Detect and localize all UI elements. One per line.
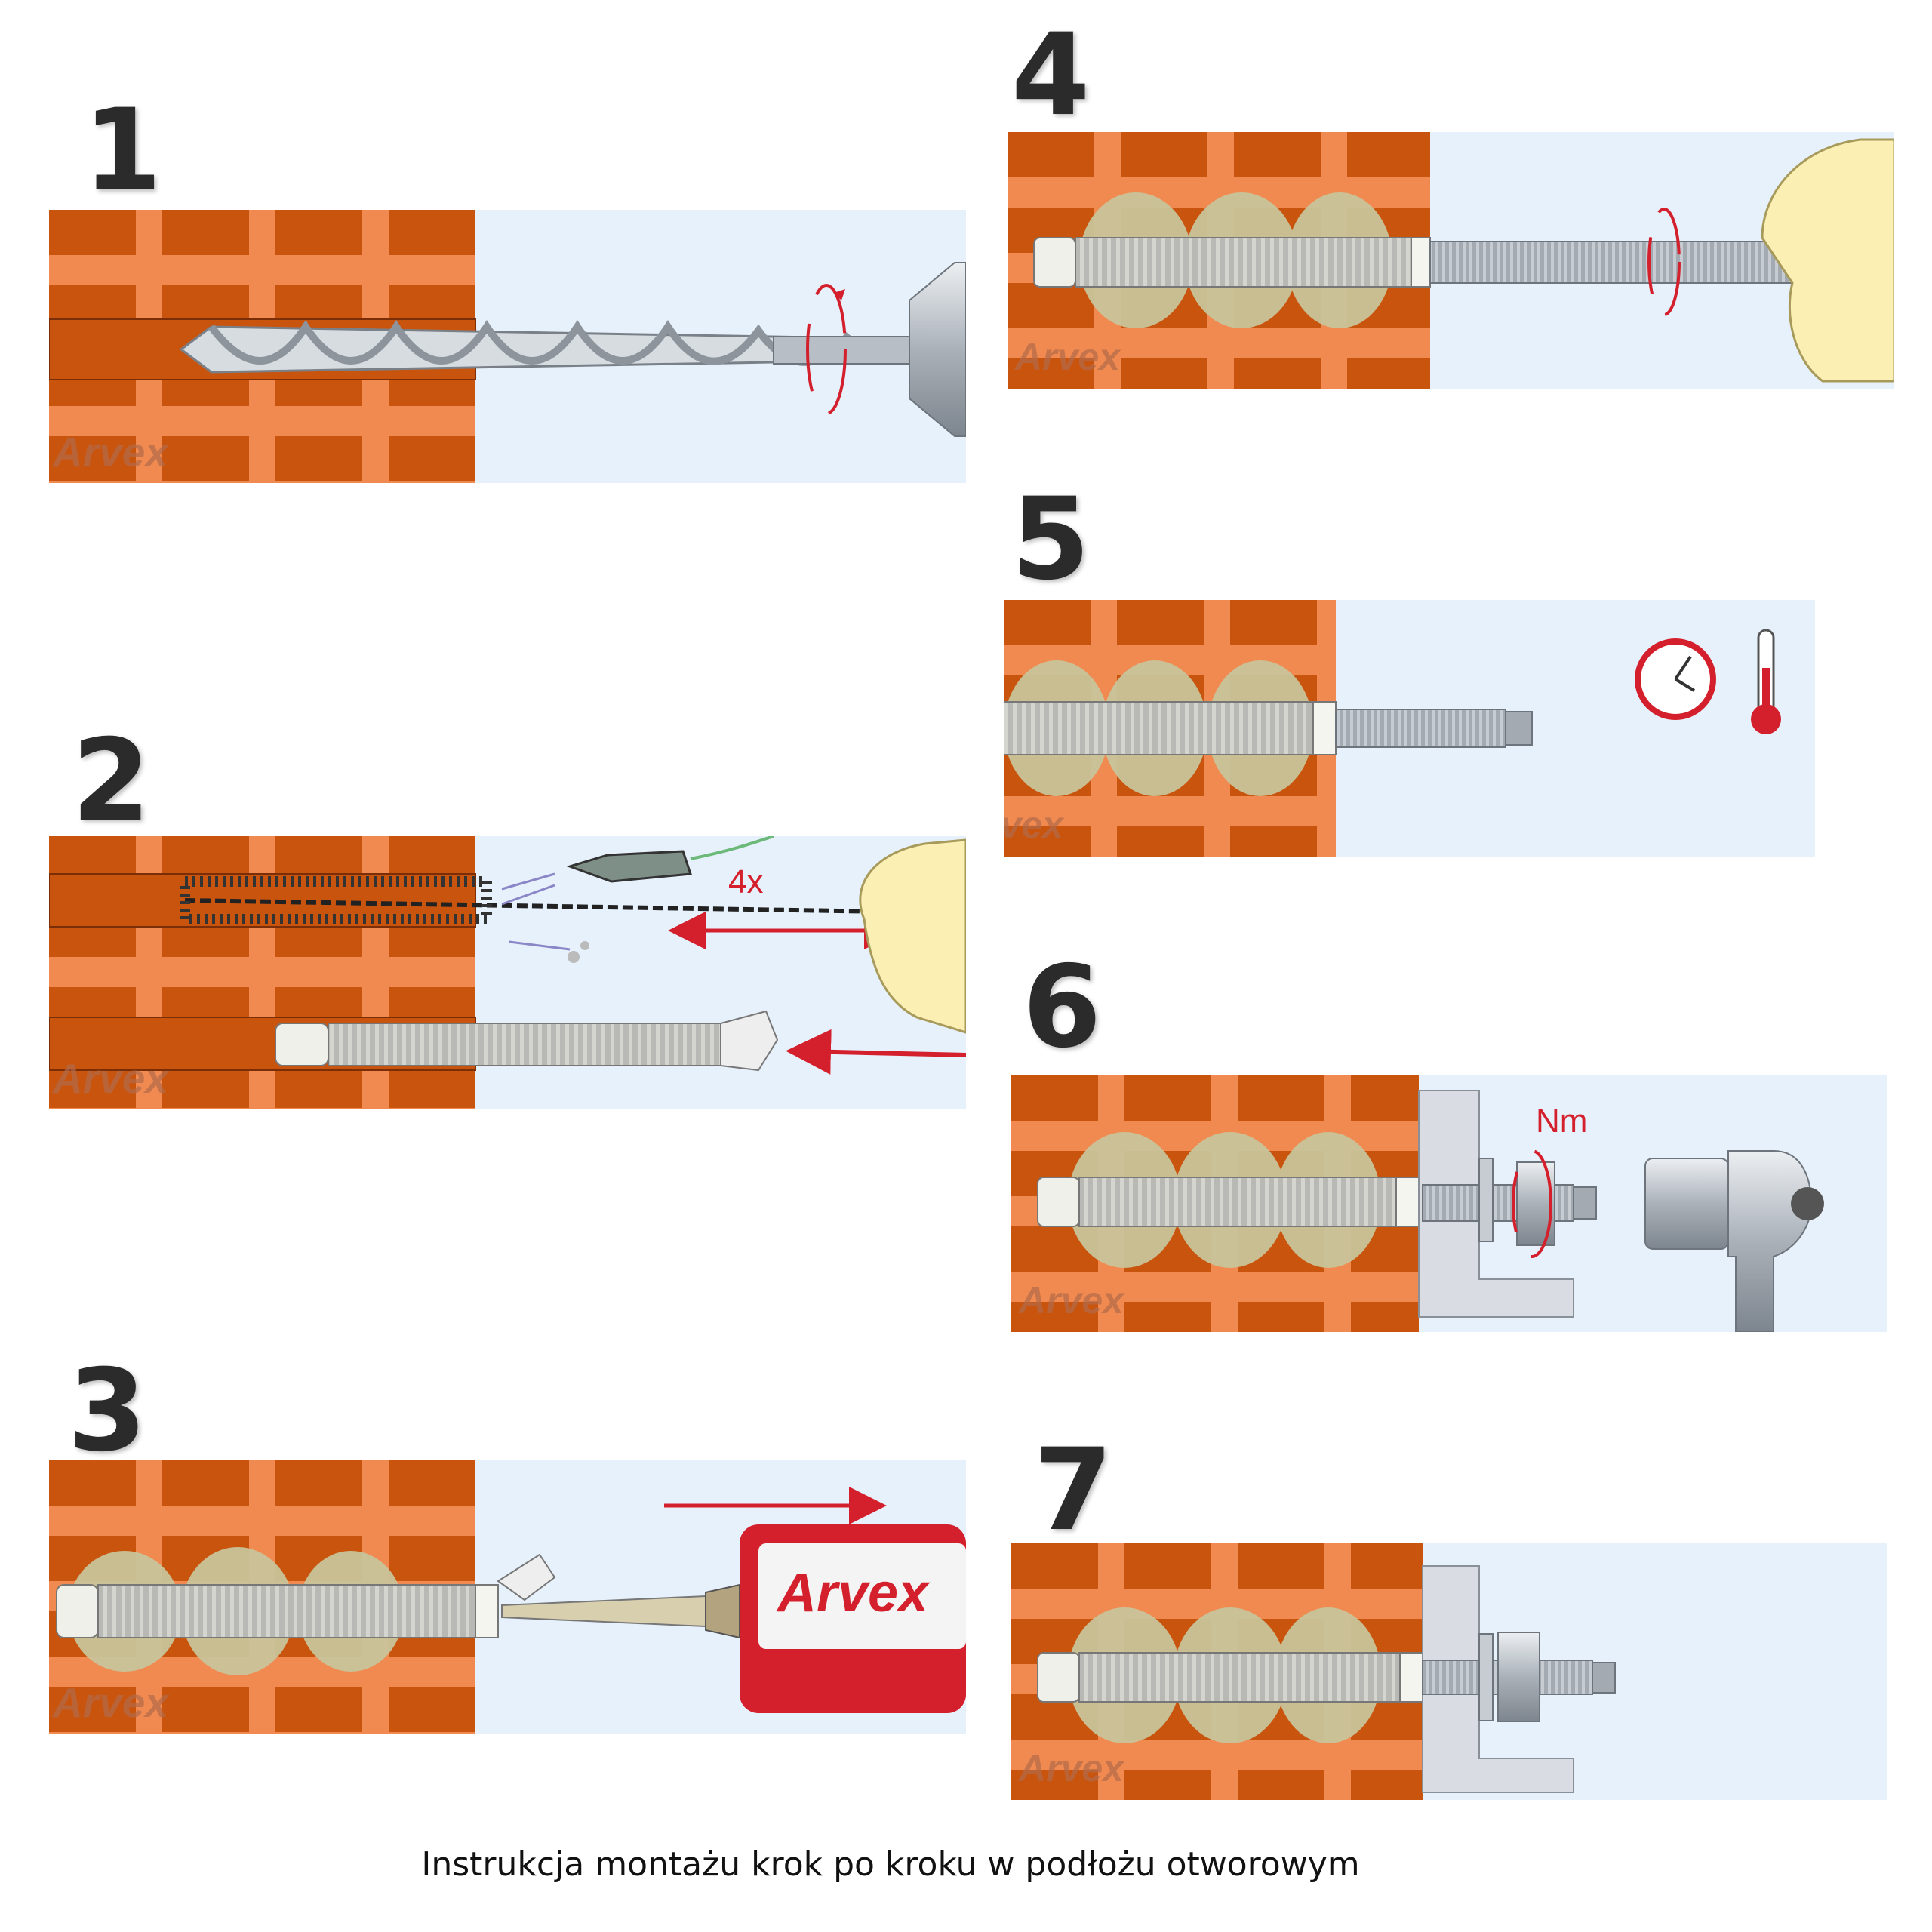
mesh-sleeve-icon	[275, 1010, 779, 1072]
bracket-icon	[1422, 1565, 1574, 1793]
drill-bit-icon	[179, 262, 966, 437]
cartridge-icon: Arvex	[740, 1524, 966, 1713]
step-2-panel: 4x Arvex	[49, 836, 966, 1109]
step-5-panel: Arvex	[1004, 600, 1815, 857]
step-7-panel: Arvex	[1011, 1543, 1887, 1800]
watermark-7: Arvex	[1017, 1747, 1125, 1789]
rotation-arrow-icon	[1647, 208, 1681, 316]
step-1-number: 1	[83, 85, 162, 217]
cartridge-brand-label: Arvex	[776, 1563, 931, 1623]
watermark-6: Arvex	[1017, 1279, 1125, 1321]
step-4-number: 4	[1011, 10, 1091, 141]
threaded-rod-icon	[1429, 241, 1823, 284]
step-3-panel: Arvex Arvex	[49, 1460, 966, 1734]
bracket-icon	[1418, 1090, 1574, 1318]
step-7-number: 7	[1034, 1425, 1113, 1556]
torque-label: Nm	[1536, 1103, 1587, 1140]
repeat-count-label: 4x	[728, 863, 763, 900]
step-6-panel: Nm Arvex	[1011, 1075, 1887, 1332]
step-2-number: 2	[72, 715, 151, 847]
mesh-sleeve-icon	[56, 1553, 556, 1638]
socket-wrench-icon	[1644, 1150, 1824, 1332]
air-blower-icon	[501, 836, 774, 963]
step-1-panel: Arvex	[49, 210, 966, 483]
nut-icon	[1478, 1632, 1540, 1722]
threaded-rod-icon	[1335, 709, 1533, 748]
nut-icon	[1478, 1158, 1555, 1246]
mesh-sleeve-icon	[1037, 1652, 1423, 1703]
mesh-sleeve-icon	[1004, 701, 1337, 755]
hand-icon	[1761, 138, 1894, 383]
rotation-arrow-icon	[806, 284, 847, 415]
rotation-arrow-icon	[1512, 1149, 1552, 1258]
watermark-3: Arvex	[51, 1679, 170, 1726]
hand-icon	[859, 838, 966, 1034]
brush-icon	[180, 876, 888, 924]
step-6-number: 6	[1023, 942, 1102, 1073]
mesh-sleeve-icon	[1037, 1177, 1420, 1227]
mixing-nozzle-icon	[501, 1583, 740, 1639]
watermark-1: Arvex	[51, 429, 170, 475]
caption: Instrukcja montażu krok po kroku w podło…	[421, 1845, 1360, 1884]
watermark-4: Arvex	[1014, 336, 1121, 378]
mesh-sleeve-icon	[1033, 237, 1431, 288]
watermark-5: Arvex	[1004, 804, 1065, 846]
step-5-number: 5	[1011, 474, 1091, 605]
watermark-2: Arvex	[51, 1055, 170, 1102]
clock-icon	[1635, 638, 1716, 720]
step-3-number: 3	[68, 1346, 147, 1477]
threaded-rod-icon	[1422, 1184, 1597, 1222]
step-4-panel: Arvex	[1008, 132, 1894, 389]
thermometer-icon	[1751, 629, 1781, 734]
